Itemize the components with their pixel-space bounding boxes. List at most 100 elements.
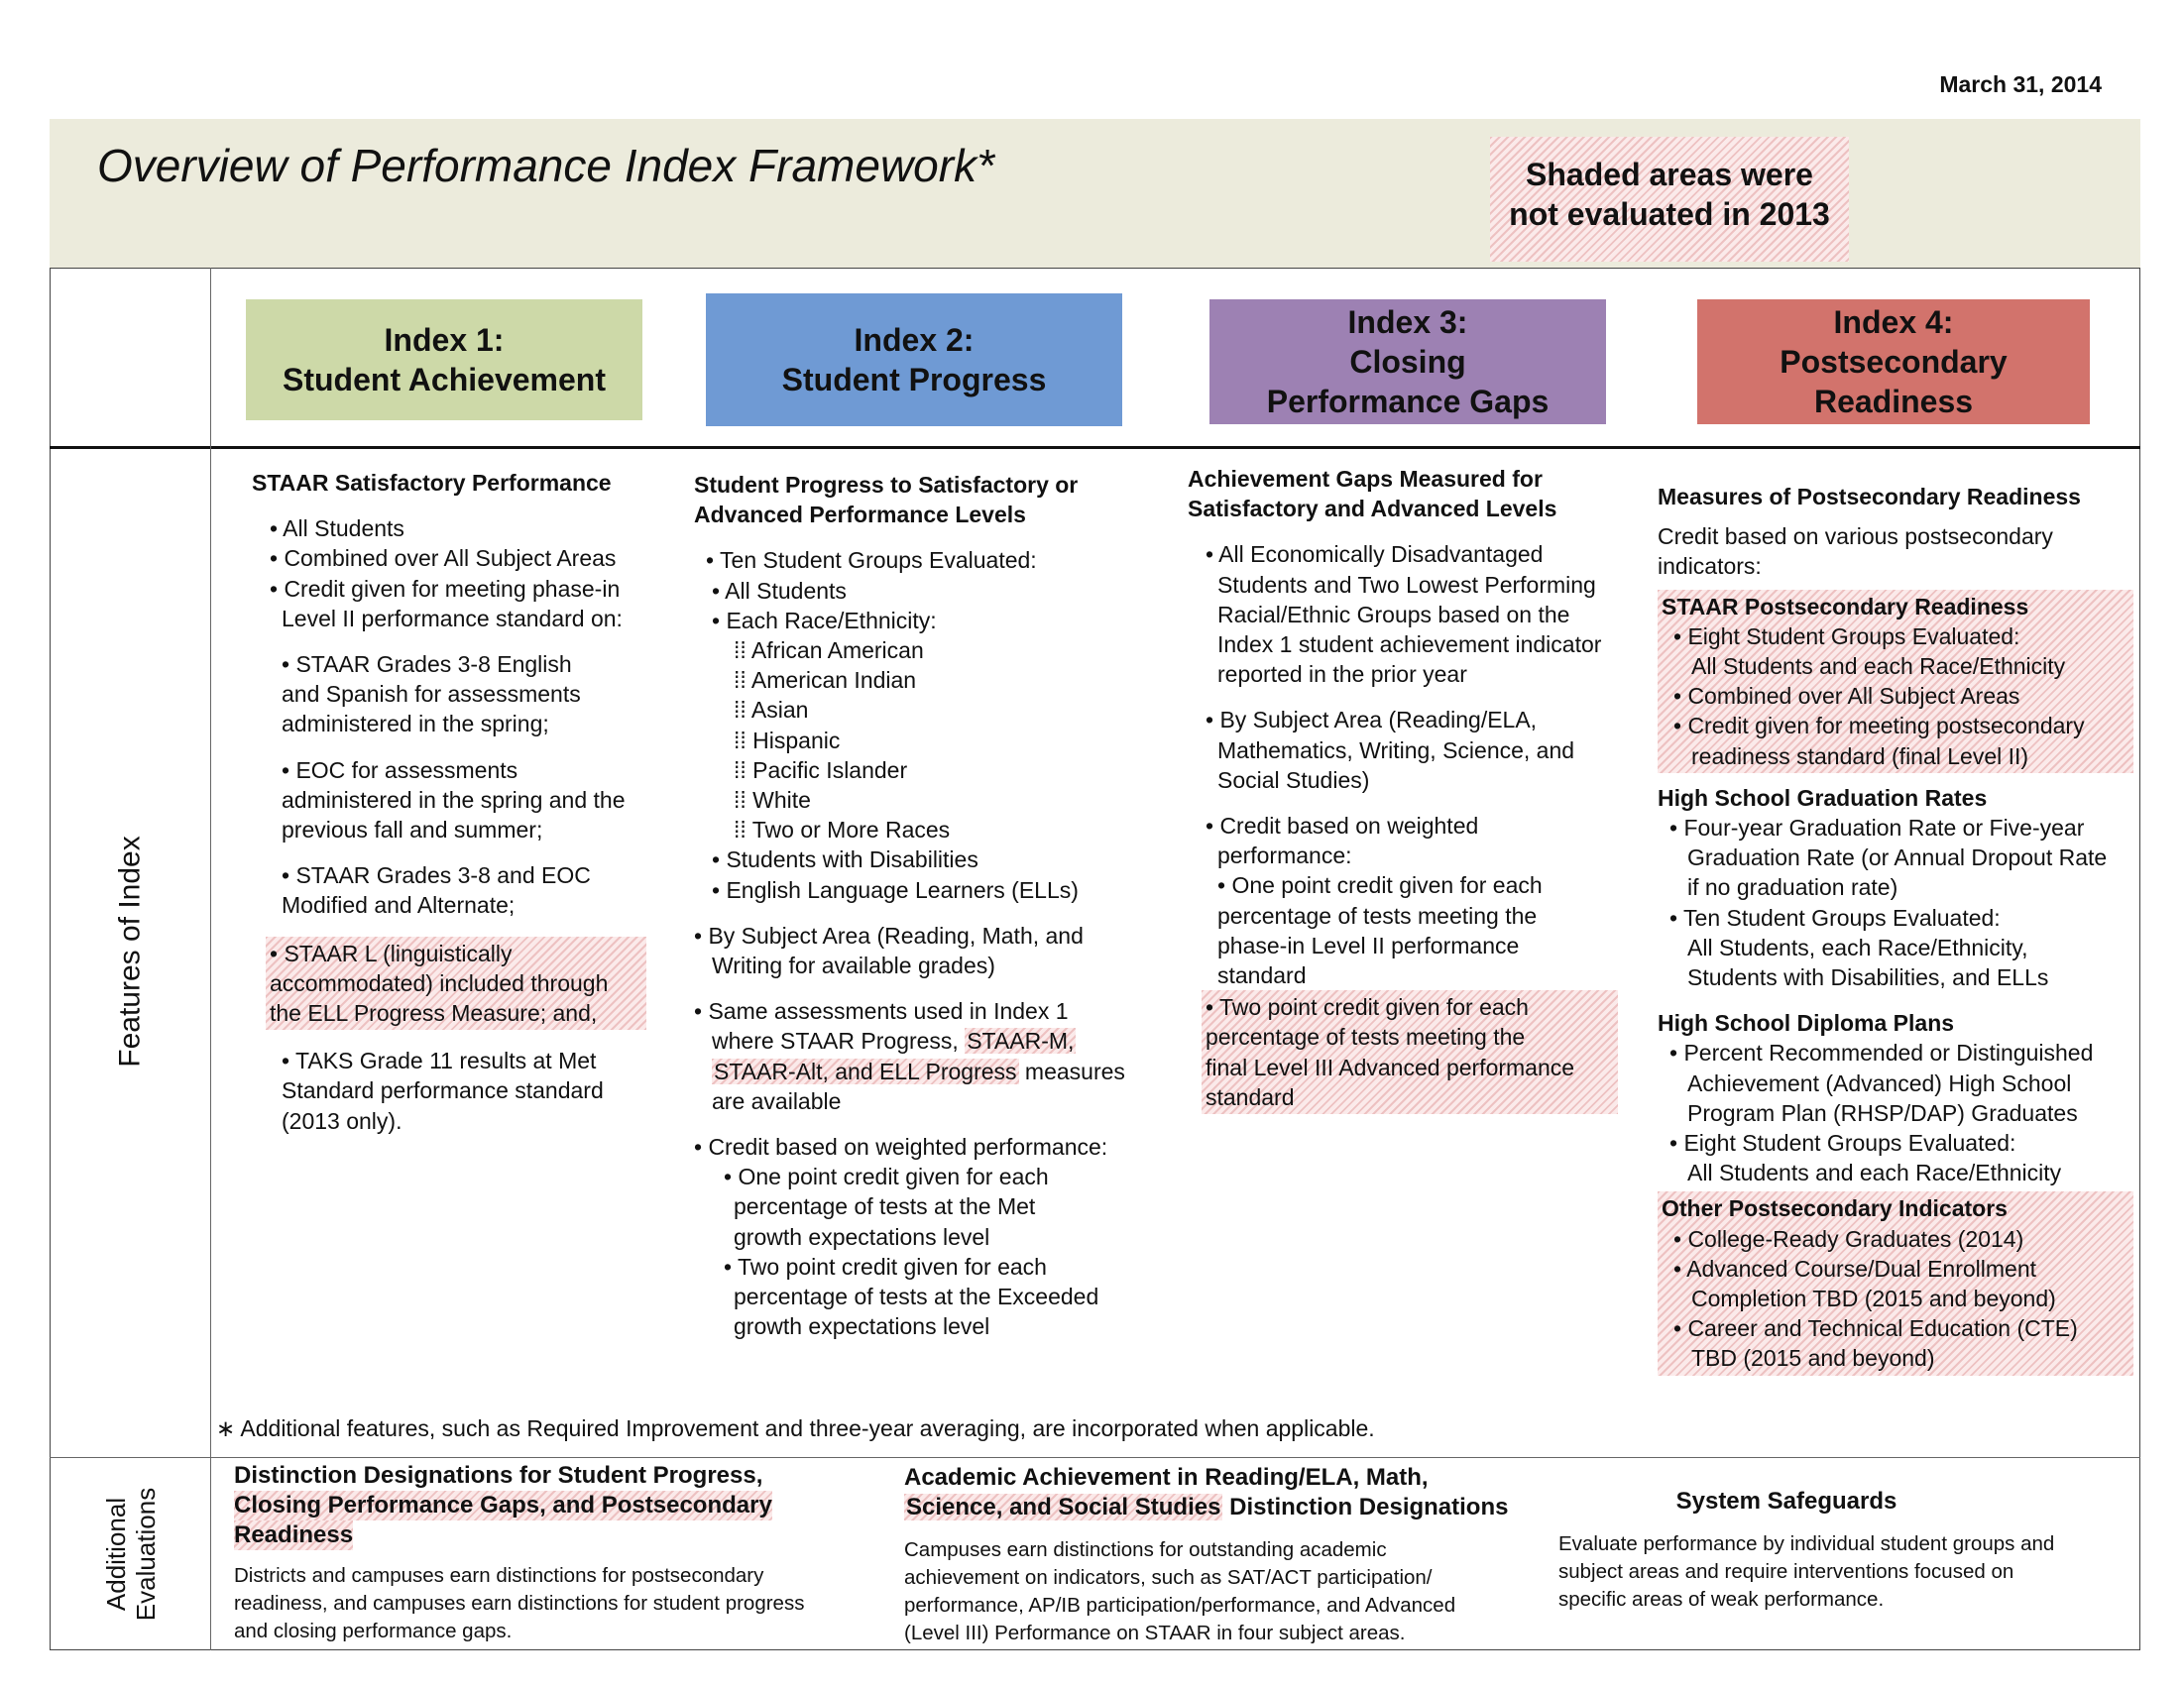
document-date: March 31, 2014 (1939, 71, 2102, 97)
section-heading: System Safeguards (1675, 1488, 1897, 1515)
additional-evaluations-label: Additional Evaluations (52, 1459, 210, 1649)
sub-bullet-cont: percentage of tests meeting the (1217, 902, 1538, 929)
side-label-line: Additional (100, 1497, 131, 1612)
index-number: Index 3: (1347, 304, 1468, 340)
race-item: ⁞⁞ White (734, 787, 811, 814)
intro-text: indicators: (1658, 553, 1762, 580)
index-name: Closing (1349, 344, 1466, 380)
bullet: • Advanced Course/Dual Enrollment (1673, 1255, 2037, 1282)
bullet-cont: Program Plan (RHSP/DAP) Graduates (1687, 1099, 2078, 1126)
section-heading: Academic Achievement in Reading/ELA, Mat… (904, 1464, 1429, 1491)
section-text: performance, AP/IB participation/perform… (904, 1594, 1456, 1617)
bullet: • Career and Technical Education (CTE) (1673, 1315, 2078, 1342)
bullet: • All Economically Disadvantaged (1206, 541, 1544, 568)
bullet: • Same assessments used in Index 1 (694, 998, 1069, 1025)
bullet: • English Language Learners (ELLs) (712, 876, 1079, 903)
column-heading: Student Progress to Satisfactory or (694, 472, 1079, 498)
shaded-inline: STAAR-M, (965, 1028, 1077, 1055)
sub-bullet-cont: percentage of tests meeting the (1206, 1024, 1526, 1051)
section-text: readiness, and campuses earn distinction… (234, 1592, 805, 1615)
sub-bullet: • Two point credit given for each (724, 1253, 1047, 1280)
column-heading: Advanced Performance Levels (694, 502, 1026, 528)
sub-bullet-cont: administered in the spring and the (282, 786, 626, 813)
sub-bullet-cont: accommodated) included through (270, 969, 609, 996)
bullet: • All Students (270, 515, 404, 542)
bullet-cont: Achievement (Advanced) High School (1687, 1069, 2072, 1096)
framework-table (50, 268, 2140, 1650)
features-of-index-label: Features of Index (114, 836, 147, 1068)
sub-bullet-cont: Standard performance standard (282, 1077, 604, 1104)
race-item: ⁞⁞ African American (734, 637, 924, 664)
index-name: Student Achievement (283, 362, 606, 397)
side-label-line: Evaluations (130, 1487, 161, 1622)
shaded-inline: Science, and Social Studies (904, 1494, 1223, 1520)
index-4-header: Index 4: Postsecondary Readiness (1697, 299, 2090, 424)
index-1-features: STAAR Satisfactory Performance • All Stu… (252, 468, 668, 1136)
section-text: (Level III) Performance on STAAR in four… (904, 1622, 1406, 1644)
bullet-cont: Students with Disabilities, and ELLs (1687, 964, 2049, 991)
bullet-cont: TBD (2015 and beyond) (1691, 1345, 1935, 1372)
section-text: Districts and campuses earn distinctions… (234, 1564, 764, 1587)
bullet-cont: Index 1 student achievement indicator (1217, 631, 1602, 658)
sub-bullet-cont: phase-in Level II performance (1217, 932, 1520, 958)
section-heading: Distinction Designations for Student Pro… (234, 1462, 763, 1489)
index-4-features: Measures of Postsecondary Readiness Cred… (1658, 482, 2143, 1376)
section-text: Evaluate performance by individual stude… (1558, 1532, 2055, 1555)
index-name: Performance Gaps (1266, 384, 1550, 419)
section-heading: Other Postsecondary Indicators (1662, 1195, 2008, 1222)
sub-bullet: • One point credit given for each (1217, 872, 1543, 899)
bullet: • By Subject Area (Reading, Math, and (694, 922, 1084, 949)
race-item: ⁞⁞ Asian (734, 697, 809, 724)
sub-bullet-cont: standard (1217, 962, 1307, 989)
shaded-note-line: Shaded areas were (1526, 157, 1813, 192)
section-text: achievement on indicators, such as SAT/A… (904, 1566, 1433, 1589)
sub-bullet-cont: percentage of tests at the Met (734, 1193, 1036, 1220)
race-item: ⁞⁞ Two or More Races (734, 817, 951, 844)
bullet-cont: Writing for available grades) (712, 953, 995, 979)
race-item: ⁞⁞ American Indian (734, 667, 917, 694)
sub-bullet-cont: the ELL Progress Measure; and, (270, 1000, 598, 1027)
bullet: • All Students (712, 577, 847, 604)
sub-bullet-cont: growth expectations level (734, 1313, 990, 1340)
section-heading-shaded: Closing Performance Gaps, and Postsecond… (234, 1491, 772, 1520)
bullet-cont: All Students and each Race/Ethnicity (1691, 653, 2066, 680)
bullet: • Combined over All Subject Areas (1673, 683, 2020, 710)
bullet: • Eight Student Groups Evaluated: (1669, 1130, 2016, 1157)
bullet-cont: Students and Two Lowest Performing (1217, 571, 1596, 598)
bullet: • Four-year Graduation Rate or Five-year (1669, 815, 2085, 842)
shaded-note-line: not evaluated in 2013 (1509, 196, 1830, 232)
sub-bullet-cont: administered in the spring; (282, 711, 549, 737)
sub-bullet: • Two point credit given for each (1206, 994, 1529, 1021)
column-divider (210, 268, 211, 1650)
bullet-cont: Racial/Ethnic Groups based on the (1217, 601, 1570, 627)
sub-bullet: • One point credit given for each (724, 1164, 1049, 1190)
index-name: Readiness (1813, 384, 1974, 419)
section-text: specific areas of weak performance. (1558, 1588, 1885, 1611)
footnote: ∗ Additional features, such as Required … (216, 1415, 1375, 1441)
bullet: • Ten Student Groups Evaluated: (706, 547, 1037, 574)
index-3-header: Index 3: Closing Performance Gaps (1209, 299, 1606, 424)
column-heading: Satisfactory and Advanced Levels (1188, 496, 1557, 522)
shaded-block-other-indicators: Other Postsecondary Indicators • College… (1658, 1191, 2133, 1376)
sub-bullet: • STAAR L (linguistically (270, 940, 513, 966)
sub-bullet: • STAAR Grades 3-8 English (282, 651, 572, 678)
bullet-cont: Mathematics, Writing, Science, and (1217, 736, 1575, 763)
sub-bullet-cont: previous fall and summer; (282, 817, 543, 844)
section-text: Campuses earn distinctions for outstandi… (904, 1538, 1387, 1561)
race-item: ⁞⁞ Pacific Islander (734, 756, 908, 783)
bullet-cont: performance: (1217, 843, 1352, 869)
column-heading: STAAR Satisfactory Performance (252, 470, 612, 496)
page-title: Overview of Performance Index Framework* (97, 140, 994, 191)
system-safeguards-section: System Safeguards Evaluate performance b… (1558, 1487, 2133, 1614)
section-heading: STAAR Postsecondary Readiness (1662, 593, 2029, 619)
sub-bullet-cont: final Level III Advanced performance (1206, 1054, 1575, 1080)
row-divider (50, 446, 2140, 449)
column-heading: Achievement Gaps Measured for (1188, 466, 1543, 492)
index-2-features: Student Progress to Satisfactory or Adva… (694, 470, 1170, 1341)
section-heading-shaded: Readiness (234, 1520, 354, 1550)
index-2-header: Index 2: Student Progress (706, 293, 1122, 426)
shaded-block-two-point: • Two point credit given for each percen… (1202, 990, 1618, 1115)
intro-text: Credit based on various postsecondary (1658, 523, 2053, 550)
bullet-cont: reported in the prior year (1217, 661, 1467, 688)
section-heading: High School Graduation Rates (1658, 784, 1988, 811)
